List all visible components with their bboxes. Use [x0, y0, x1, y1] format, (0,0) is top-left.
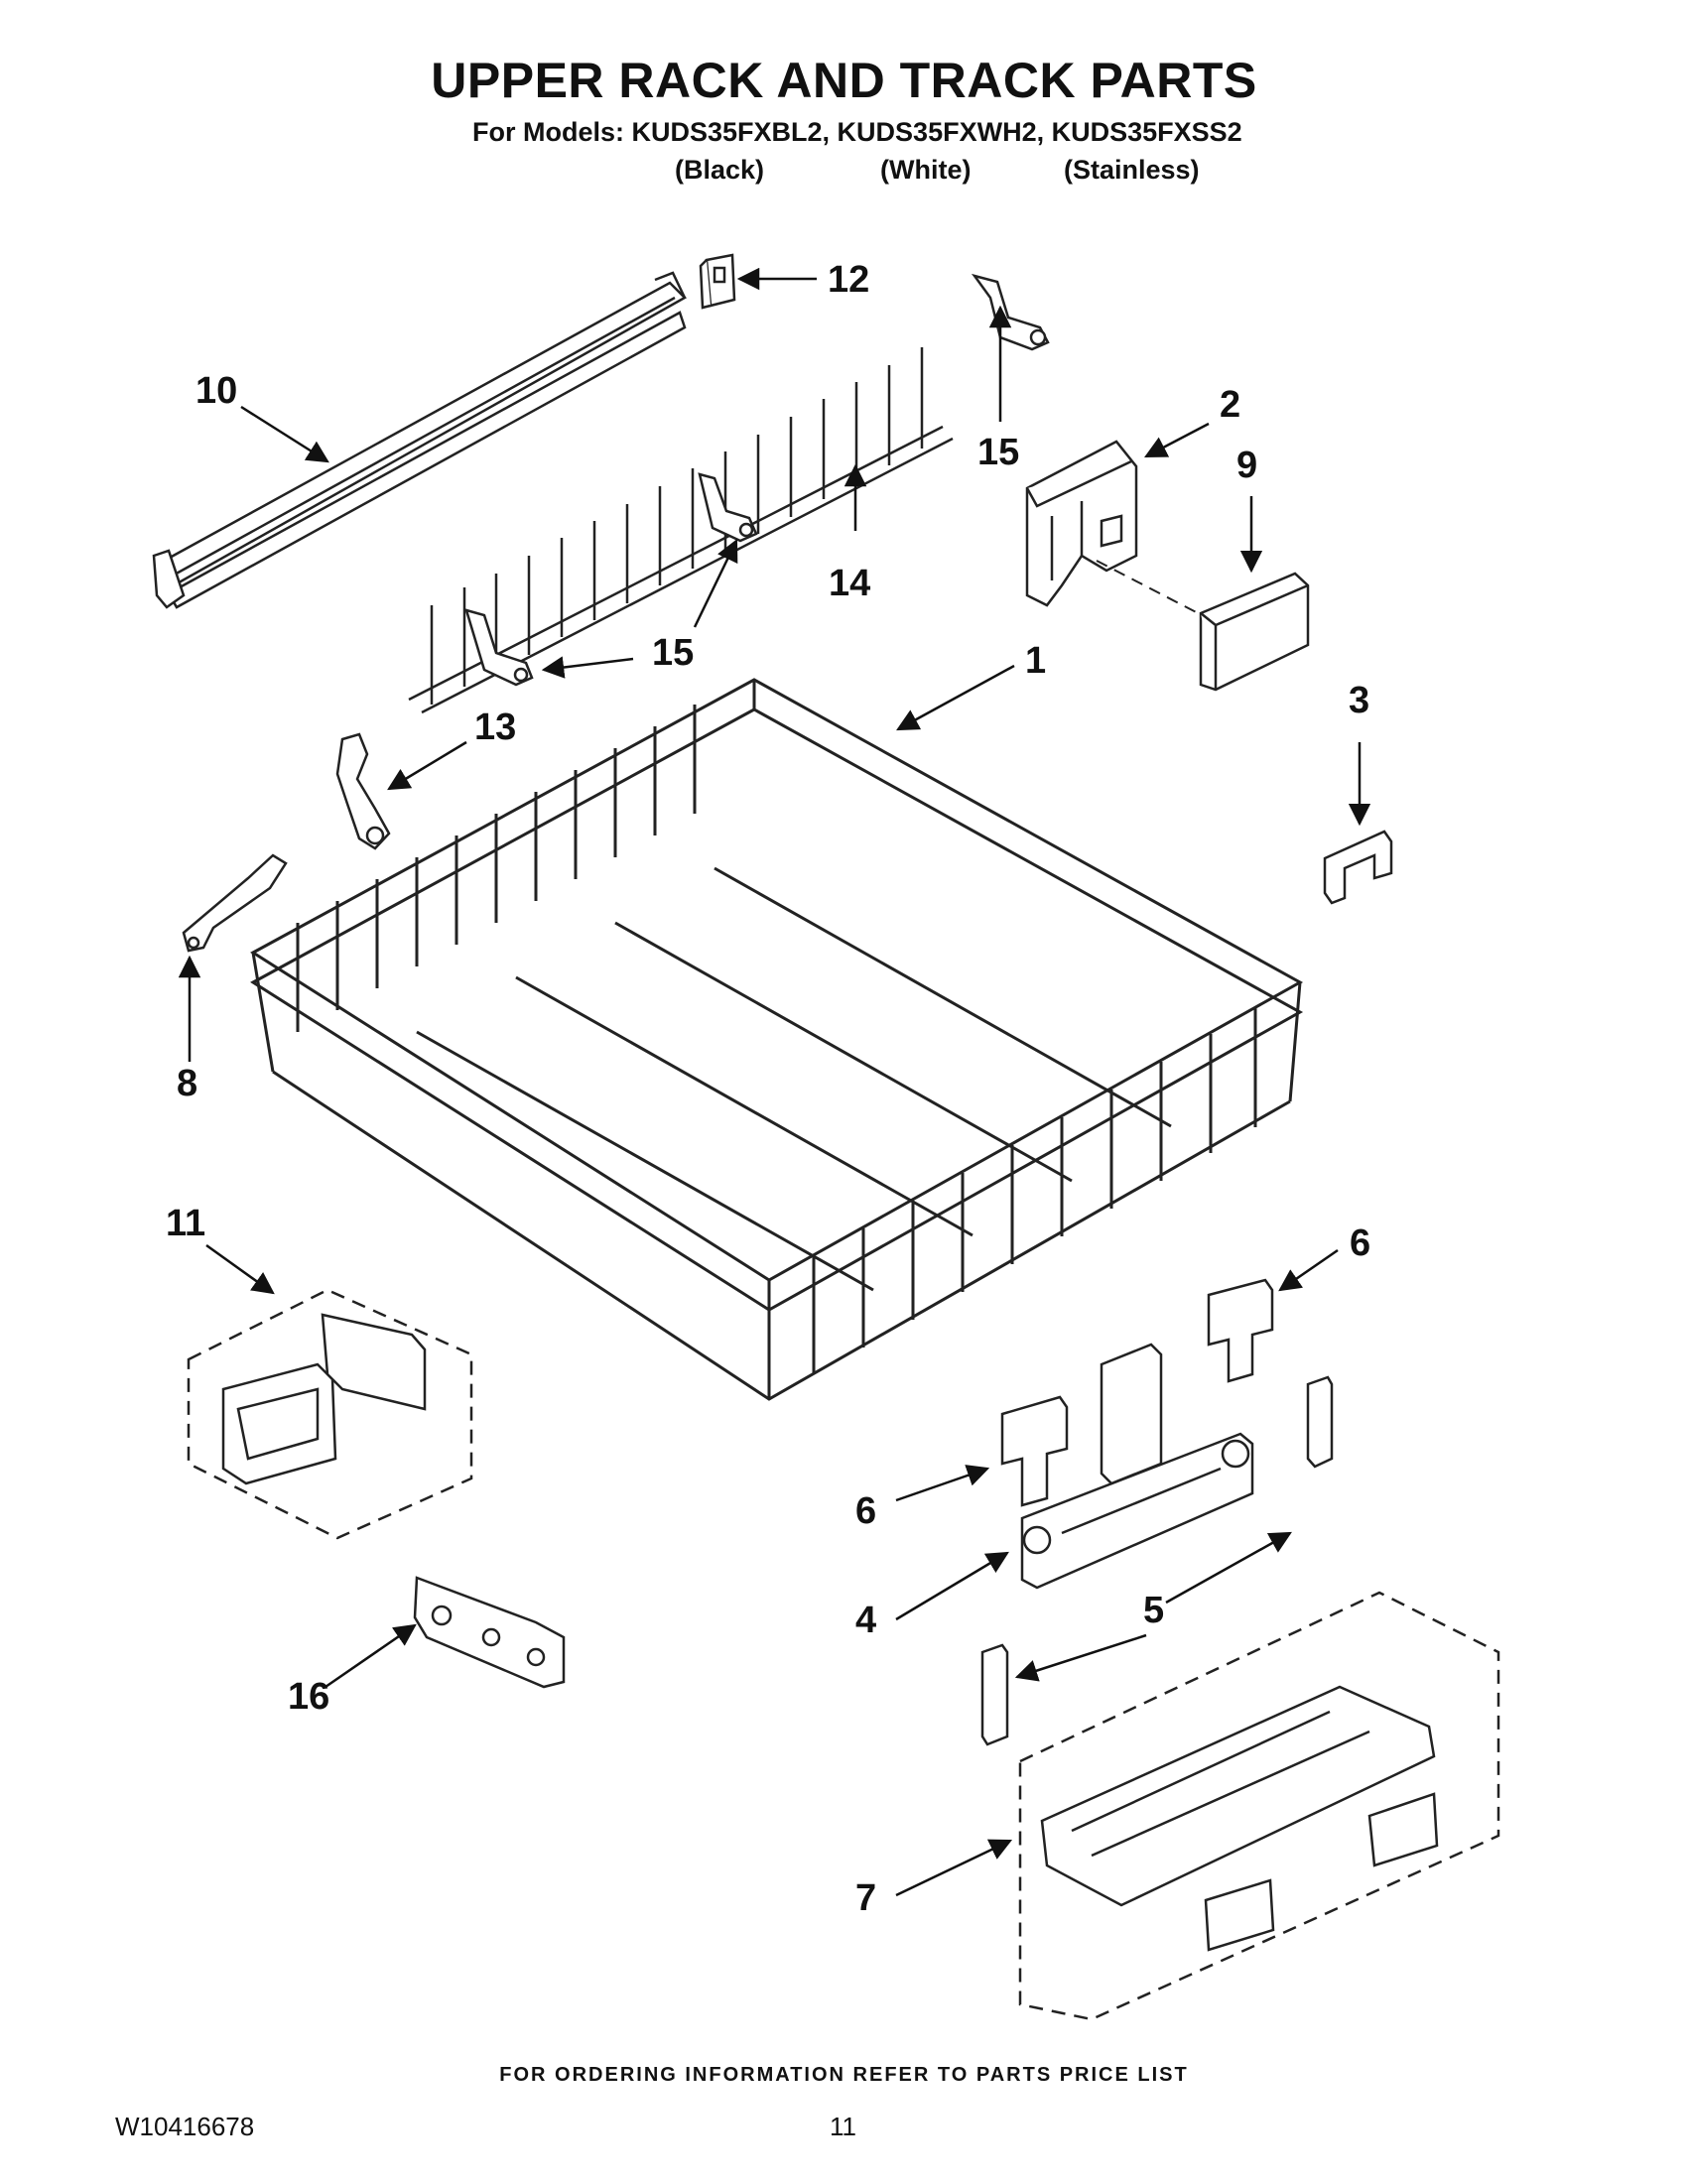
rack-adjuster-part[interactable] — [1020, 1343, 1254, 1590]
shelf-clip-right[interactable] — [698, 472, 758, 543]
callout-8: 8 — [177, 1063, 197, 1104]
variant-stainless: (Stainless) — [1064, 155, 1200, 185]
callout-14: 14 — [829, 563, 870, 604]
document-number: W10416678 — [115, 2112, 255, 2141]
callout-7: 7 — [855, 1877, 876, 1919]
callout-16: 16 — [288, 1676, 329, 1718]
callout-6-right: 6 — [1350, 1222, 1370, 1264]
handle-clip-part[interactable] — [182, 853, 288, 953]
upper-rack-basket-part[interactable] — [250, 678, 1304, 1401]
assembly-dashed-line — [1096, 560, 1207, 618]
adjuster-kit-part[interactable] — [187, 1288, 473, 1540]
track-clip-part[interactable] — [699, 253, 736, 310]
variant-black: (Black) — [675, 155, 765, 185]
page-title: UPPER RACK AND TRACK PARTS — [431, 53, 1257, 108]
callout-13: 13 — [474, 707, 516, 748]
callout-6-left: 6 — [855, 1490, 876, 1532]
shelf-clip-left[interactable] — [464, 608, 534, 687]
cup-shelf-clip-part[interactable] — [971, 273, 1050, 351]
callout-15-top: 15 — [977, 432, 1019, 473]
callout-10: 10 — [195, 370, 237, 412]
ordering-note: FOR ORDERING INFORMATION REFER TO PARTS … — [499, 2064, 1189, 2086]
rack-stop-part[interactable] — [413, 1576, 566, 1689]
callout-3: 3 — [1349, 680, 1369, 721]
callout-15-bottom: 15 — [652, 632, 694, 674]
adjuster-cap-upper-part[interactable] — [1306, 1375, 1334, 1469]
leader-arrows — [178, 267, 1371, 1897]
callout-11: 11 — [166, 1203, 205, 1244]
callout-4: 4 — [855, 1600, 876, 1641]
small-clip-part[interactable] — [1323, 830, 1393, 905]
cover-plate-part[interactable] — [1199, 572, 1310, 692]
adjuster-cap-lower-part[interactable] — [980, 1643, 1009, 1746]
rack-clip-left-part[interactable] — [1000, 1395, 1069, 1507]
callout-9: 9 — [1236, 445, 1257, 486]
rack-bracket-part[interactable] — [1025, 440, 1138, 607]
callout-1: 1 — [1025, 640, 1046, 682]
callout-2: 2 — [1220, 384, 1240, 426]
rack-clip-right-part[interactable] — [1207, 1278, 1274, 1383]
lever-part[interactable] — [335, 732, 391, 850]
variant-white: (White) — [880, 155, 972, 185]
models-line: For Models: KUDS35FXBL2, KUDS35FXWH2, KU… — [472, 117, 1242, 147]
cup-tray-kit-part[interactable] — [1018, 1591, 1500, 2021]
track-rail-part[interactable] — [152, 271, 688, 609]
callout-12: 12 — [828, 259, 869, 301]
page-number: 11 — [830, 2112, 856, 2141]
callout-5: 5 — [1143, 1590, 1164, 1631]
